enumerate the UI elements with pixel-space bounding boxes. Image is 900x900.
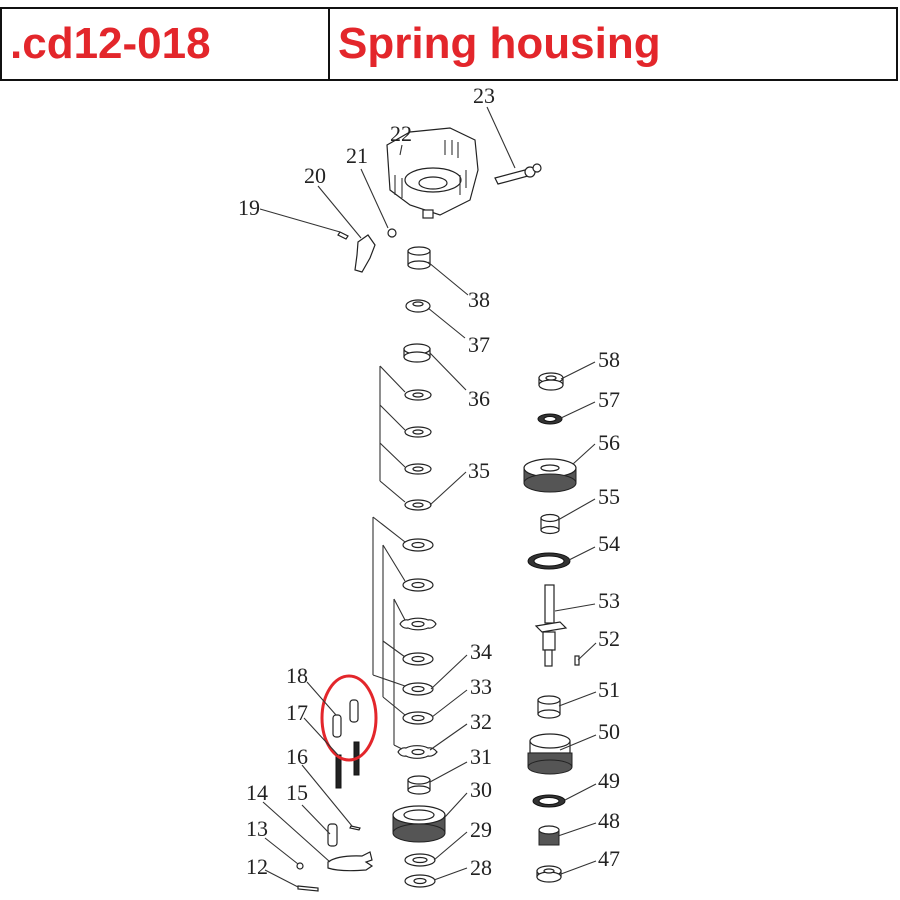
highlight-circle bbox=[320, 674, 378, 762]
callout-55: 55 bbox=[598, 484, 620, 509]
part-code: .cd12-018 bbox=[10, 19, 211, 68]
part-31-bearing bbox=[407, 775, 431, 795]
part-32-34-washers bbox=[372, 516, 438, 759]
part-38-bearing bbox=[407, 246, 431, 270]
part-code-cell: .cd12-018 bbox=[2, 9, 330, 79]
part-30-gear bbox=[392, 805, 446, 843]
part-19-pin bbox=[337, 231, 349, 240]
part-37-nut bbox=[405, 299, 431, 313]
callout-58: 58 bbox=[598, 347, 620, 372]
callout-51: 51 bbox=[598, 677, 620, 702]
part-12-spring bbox=[297, 885, 319, 892]
callout-53: 53 bbox=[598, 588, 620, 613]
part-17-pins bbox=[335, 741, 360, 789]
callout-20: 20 bbox=[304, 163, 326, 188]
callout-35: 35 bbox=[468, 458, 490, 483]
callout-29: 29 bbox=[470, 817, 492, 842]
header-table: .cd12-018 Spring housing bbox=[0, 7, 898, 81]
callout-16: 16 bbox=[286, 744, 308, 769]
callout-49: 49 bbox=[598, 768, 620, 793]
callout-33: 33 bbox=[470, 674, 492, 699]
callout-22: 22 bbox=[390, 121, 412, 146]
callout-32: 32 bbox=[470, 709, 492, 734]
part-50-gear bbox=[527, 733, 573, 775]
callout-28: 28 bbox=[470, 855, 492, 880]
part-13-screw bbox=[296, 862, 304, 870]
callout-38: 38 bbox=[468, 287, 490, 312]
callout-56: 56 bbox=[598, 430, 620, 455]
callout-17: 17 bbox=[286, 700, 308, 725]
part-55-bushing bbox=[540, 513, 560, 535]
part-56-gear bbox=[523, 458, 577, 493]
page-title: Spring housing bbox=[338, 19, 661, 68]
callout-48: 48 bbox=[598, 808, 620, 833]
callout-57: 57 bbox=[598, 387, 620, 412]
part-36-spacer bbox=[403, 343, 431, 363]
callout-13: 13 bbox=[246, 816, 268, 841]
part-29-washer bbox=[404, 853, 436, 867]
part-54-seal bbox=[527, 552, 571, 570]
part-21-ring bbox=[387, 228, 397, 238]
part-49-seal bbox=[532, 794, 566, 808]
part-28-washer bbox=[404, 874, 436, 888]
callout-23: 23 bbox=[473, 83, 495, 108]
part-22-housing bbox=[386, 127, 479, 219]
title-cell: Spring housing bbox=[330, 9, 896, 79]
callout-18: 18 bbox=[286, 663, 308, 688]
callout-labels: 23 22 21 20 19 38 37 36 35 34 33 32 31 3… bbox=[238, 83, 620, 880]
callout-52: 52 bbox=[598, 626, 620, 651]
part-18-bushings bbox=[332, 699, 359, 738]
callout-47: 47 bbox=[598, 846, 620, 871]
callout-21: 21 bbox=[346, 143, 368, 168]
callout-14: 14 bbox=[246, 780, 268, 805]
callout-12: 12 bbox=[246, 854, 268, 879]
part-57-seal bbox=[537, 413, 563, 425]
callout-50: 50 bbox=[598, 719, 620, 744]
part-14-fork bbox=[327, 851, 374, 872]
part-51-bushing bbox=[537, 695, 561, 719]
part-20-lever bbox=[354, 234, 376, 273]
callout-54: 54 bbox=[598, 531, 620, 556]
leader-lines bbox=[259, 106, 597, 888]
callout-34: 34 bbox=[470, 639, 492, 664]
part-35-washers bbox=[379, 365, 432, 511]
part-15-pin bbox=[327, 823, 338, 847]
callout-15: 15 bbox=[286, 780, 308, 805]
callout-36: 36 bbox=[468, 386, 490, 411]
part-48-pinion bbox=[538, 825, 560, 846]
part-53-shaft bbox=[534, 584, 568, 667]
callout-31: 31 bbox=[470, 744, 492, 769]
part-23-pin bbox=[494, 163, 542, 185]
callout-30: 30 bbox=[470, 777, 492, 802]
part-16-pin bbox=[349, 825, 361, 831]
part-52-key bbox=[574, 655, 580, 666]
part-58-bearing bbox=[538, 372, 564, 391]
callout-37: 37 bbox=[468, 332, 490, 357]
callout-19: 19 bbox=[238, 195, 260, 220]
part-47-bearing bbox=[536, 865, 562, 883]
